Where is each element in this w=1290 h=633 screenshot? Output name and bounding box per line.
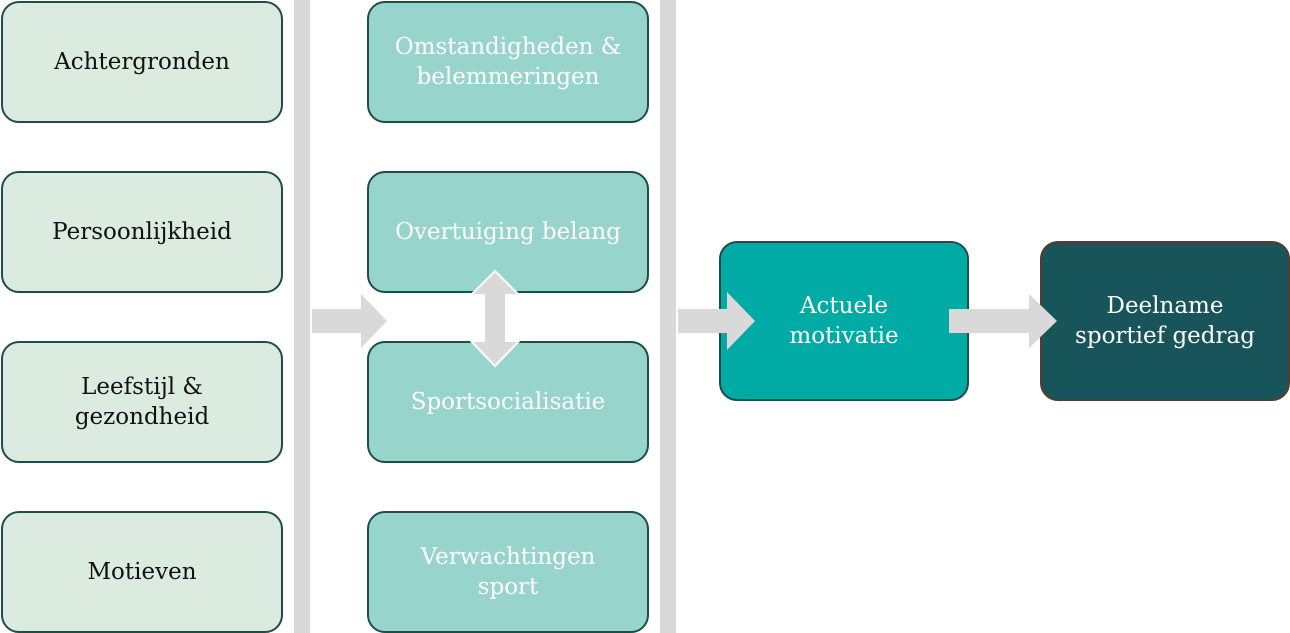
arrow-double-vertical <box>468 269 522 368</box>
node-label: Verwachtingen sport <box>420 544 596 600</box>
node-label: Omstandigheden & belemmeringen <box>394 34 622 90</box>
node-label: Actuele motivatie <box>789 293 899 349</box>
arrow-right-1 <box>312 294 387 348</box>
node-achtergronden: Achtergronden <box>1 1 283 123</box>
node-persoonlijkheid: Persoonlijkheid <box>1 171 283 293</box>
node-motieven: Motieven <box>1 511 283 633</box>
node-verwachtingen-sport: Verwachtingen sport <box>367 511 649 633</box>
node-overtuiging-belang: Overtuiging belang <box>367 171 649 293</box>
node-leefstijl-gezondheid: Leefstijl & gezondheid <box>1 341 283 463</box>
node-sportsocialisatie: Sportsocialisatie <box>367 341 649 463</box>
node-label: Leefstijl & gezondheid <box>74 374 210 430</box>
node-label: Persoonlijkheid <box>52 219 232 245</box>
divider-bar-left <box>294 0 310 633</box>
divider-bar-right <box>660 0 676 633</box>
node-label: Sportsocialisatie <box>410 389 606 415</box>
arrow-right-3 <box>949 294 1057 348</box>
node-omstandigheden: Omstandigheden & belemmeringen <box>367 1 649 123</box>
node-label: Deelname sportief gedrag <box>1075 293 1255 349</box>
node-label: Overtuiging belang <box>395 219 621 245</box>
arrow-right-2 <box>678 292 755 350</box>
node-label: Motieven <box>87 559 197 585</box>
node-label: Achtergronden <box>54 49 230 75</box>
node-actuele-motivatie: Actuele motivatie <box>719 241 969 401</box>
